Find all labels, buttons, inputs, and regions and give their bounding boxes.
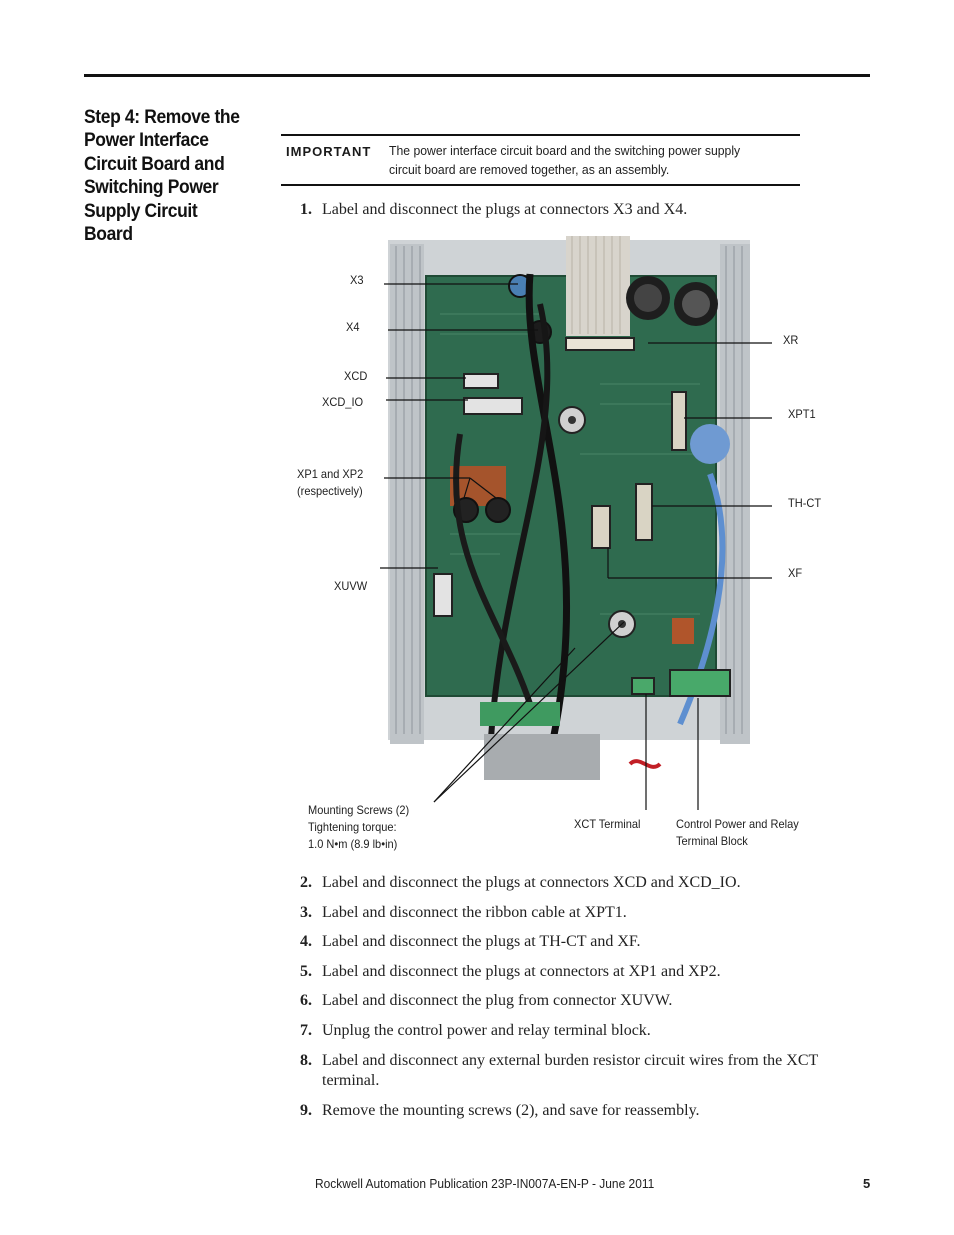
callout-xr: XR <box>783 333 799 347</box>
step-number: 4. <box>300 933 312 950</box>
callout-xuvw: XUVW <box>334 579 368 593</box>
step-text: Remove the mounting screws (2), and save… <box>322 1102 700 1119</box>
callout-xpt1: XPT1 <box>788 407 816 421</box>
top-rule <box>84 74 870 77</box>
callout-x4: X4 <box>346 320 360 334</box>
step-item: 2. Label and disconnect the plugs at conn… <box>300 873 830 893</box>
step-text: Label and disconnect the ribbon cable at… <box>322 904 627 921</box>
step-text: Label and disconnect the plugs at TH-CT … <box>322 933 641 950</box>
important-text: The power interface circuit board and th… <box>389 143 741 177</box>
step-item: 3. Label and disconnect the ribbon cable … <box>300 903 830 923</box>
step-text: Label and disconnect the plugs at connec… <box>322 874 741 891</box>
step-item: 9. Remove the mounting screws (2), and sa… <box>300 1101 830 1121</box>
footer-publication: Rockwell Automation Publication 23P-IN00… <box>315 1176 655 1191</box>
callout-control-power: Control Power and Relay Terminal Block <box>676 817 799 848</box>
step-item: 4. Label and disconnect the plugs at TH-C… <box>300 932 830 952</box>
callout-lines <box>380 283 772 810</box>
step-number: 5. <box>300 963 312 980</box>
step-number: 2. <box>300 874 312 891</box>
step-item: 6. Label and disconnect the plug from con… <box>300 991 830 1011</box>
callout-th-ct: TH-CT <box>788 496 822 510</box>
callout-xf: XF <box>788 566 803 580</box>
step-number: 3. <box>300 904 312 921</box>
step-text: Unplug the control power and relay termi… <box>322 1022 651 1039</box>
step-number: 8. <box>300 1052 312 1069</box>
step-text: Label and disconnect the plugs at connec… <box>322 201 688 218</box>
step-number: 9. <box>300 1102 312 1119</box>
step-item: 8. Label and disconnect any external burd… <box>300 1051 830 1091</box>
circuit-board-photo <box>380 234 760 794</box>
callout-xp1-xp2: XP1 and XP2 (respectively) <box>297 467 364 498</box>
callout-mounting-screws: Mounting Screws (2) Tightening torque: 1… <box>308 803 410 851</box>
step-item: 1. Label and disconnect the plugs at conn… <box>300 200 830 220</box>
step-text: Label and disconnect the plug from conne… <box>322 992 673 1009</box>
step-number: 7. <box>300 1022 312 1039</box>
important-box: IMPORTANT The power interface circuit bo… <box>281 134 800 186</box>
step-text: Label and disconnect any external burden… <box>322 1052 818 1089</box>
callout-xcd-io: XCD_IO <box>322 395 364 409</box>
important-tag: IMPORTANT <box>286 144 372 159</box>
step-heading: Step 4: Remove the Power Interface Circu… <box>84 107 240 246</box>
step-number: 6. <box>300 992 312 1009</box>
callout-x3: X3 <box>350 273 364 287</box>
callout-xcd: XCD <box>344 369 368 383</box>
step-text: Label and disconnect the plugs at connec… <box>322 963 721 980</box>
circuit-board-figure: X3 X4 XCD XCD_IO XP1 and XP2 (respective… <box>290 228 830 858</box>
step-number: 1. <box>300 201 312 218</box>
page-number: 5 <box>863 1176 871 1191</box>
step-item: 5. Label and disconnect the plugs at conn… <box>300 962 830 982</box>
step-item: 7. Unplug the control power and relay ter… <box>300 1021 830 1041</box>
callout-xct-terminal: XCT Terminal <box>574 817 641 831</box>
